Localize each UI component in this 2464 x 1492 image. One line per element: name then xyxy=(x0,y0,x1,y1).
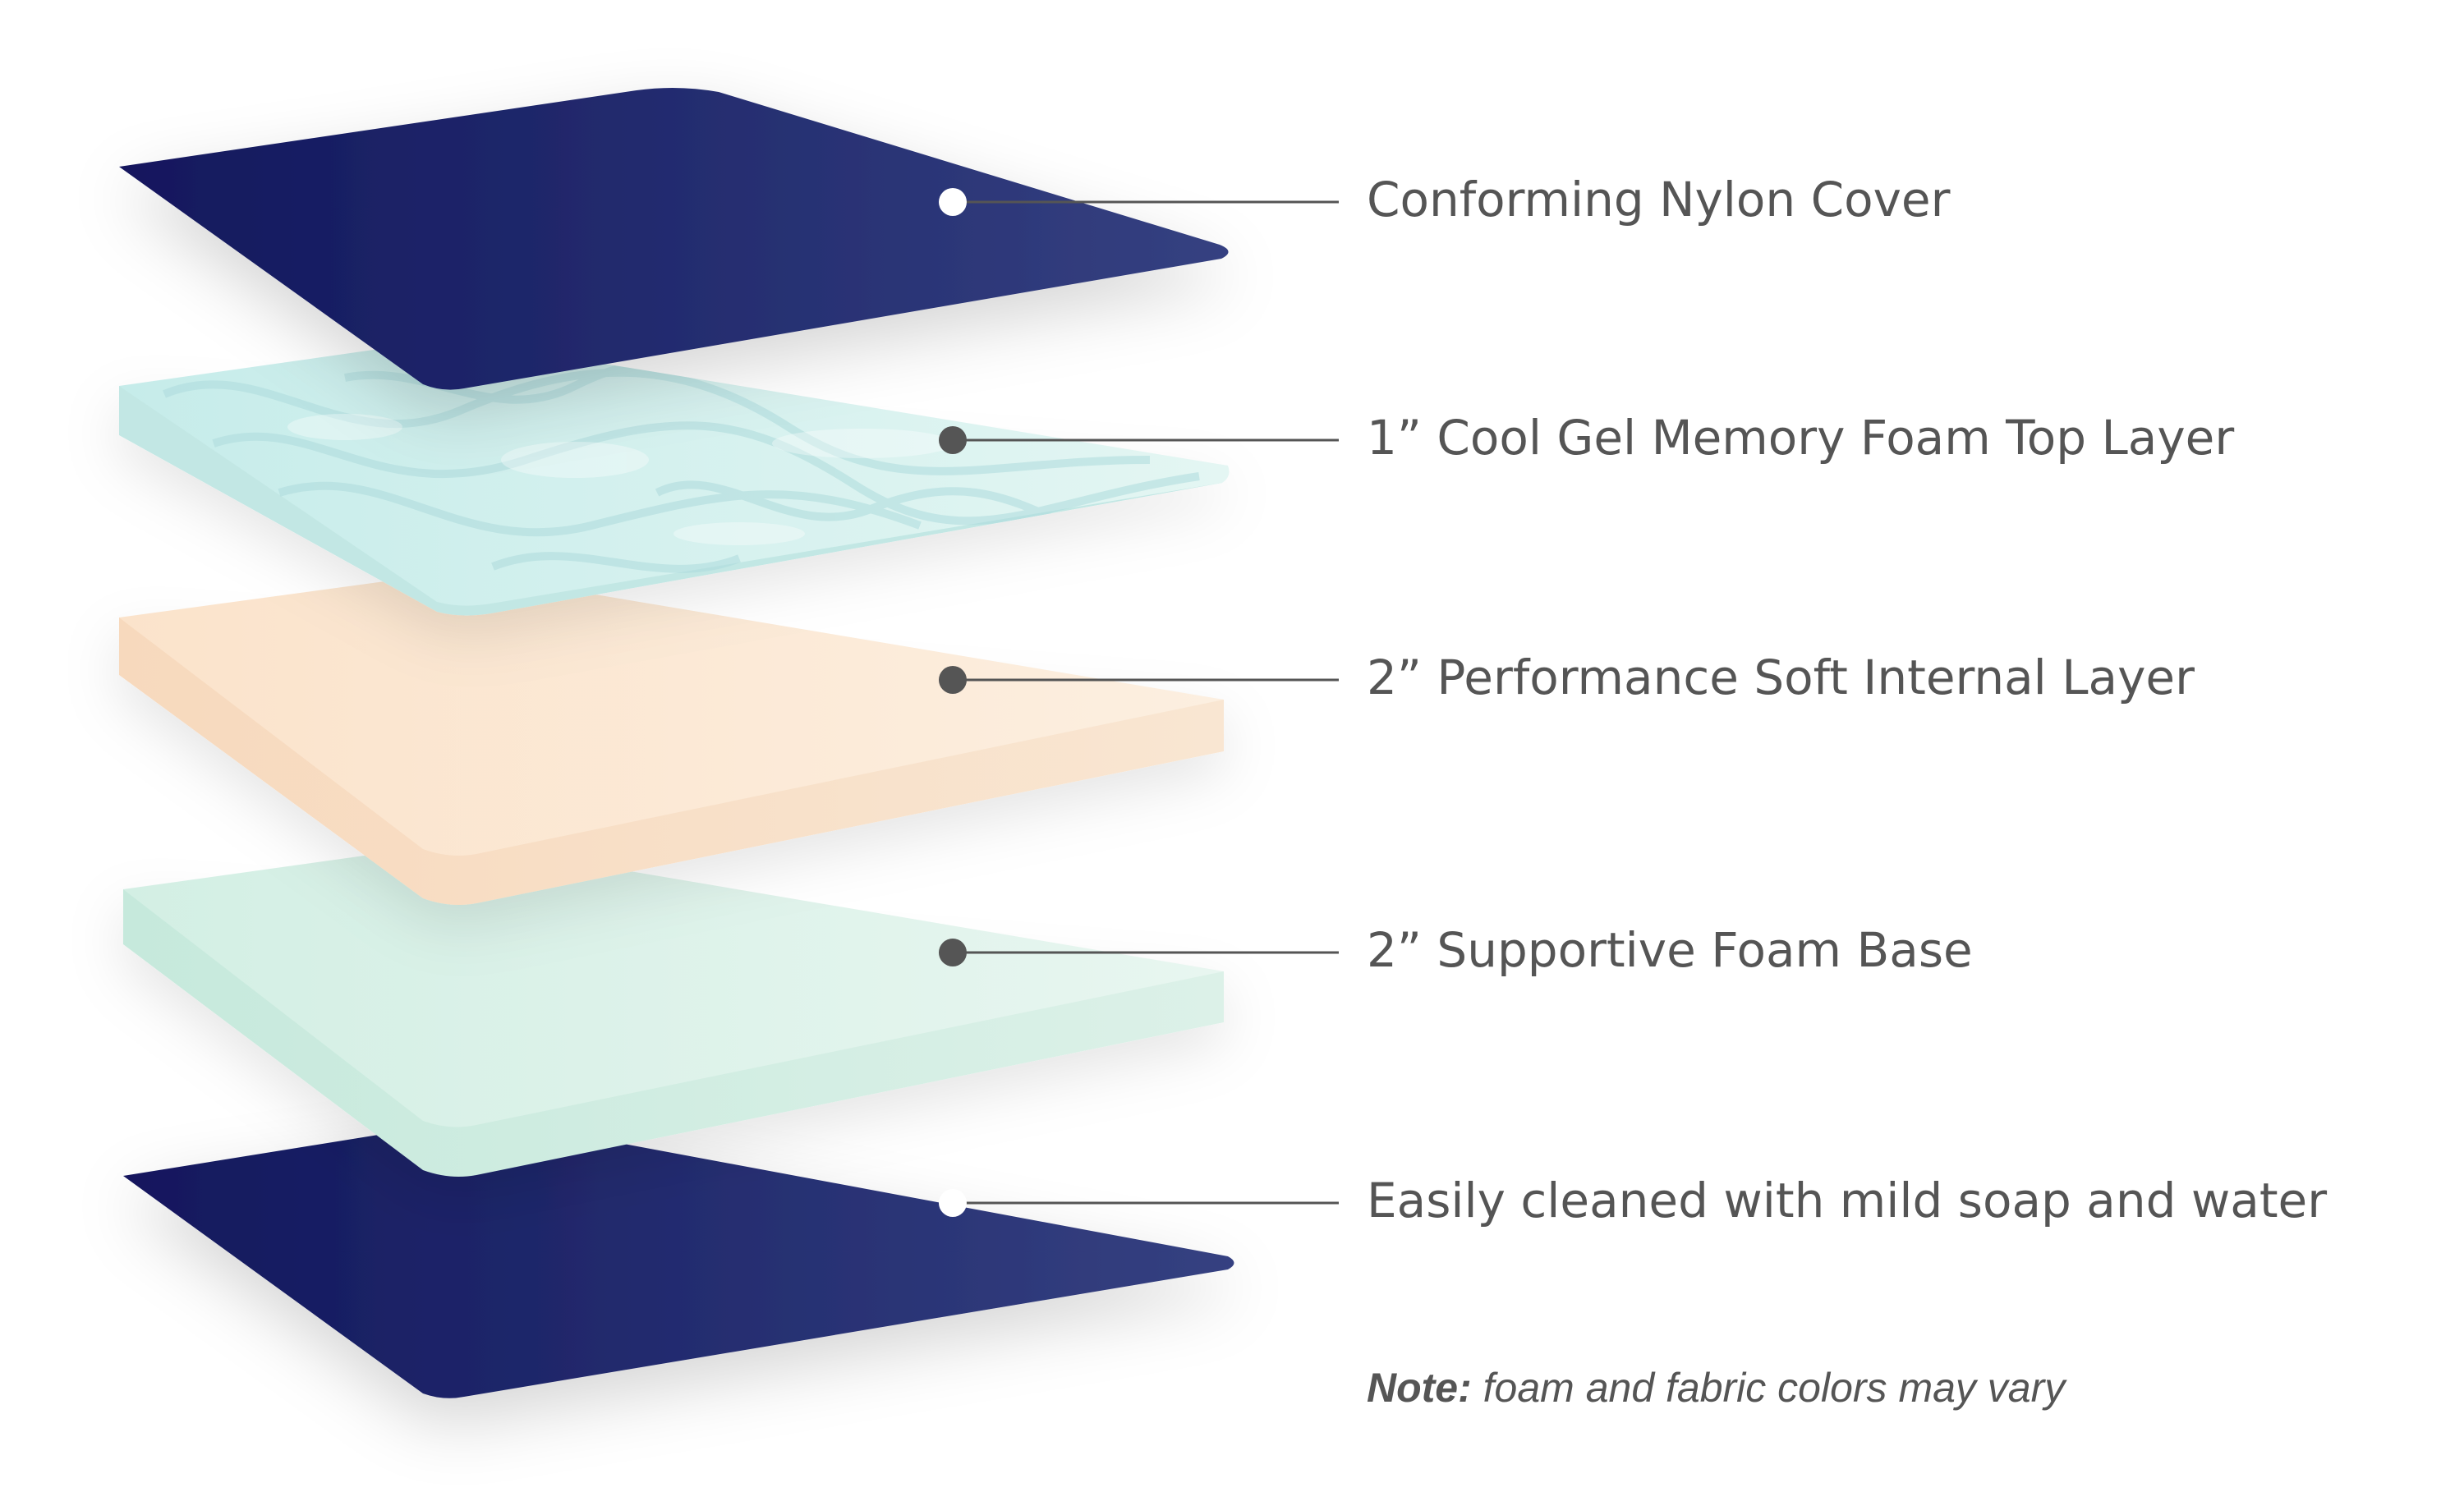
label-cover-bottom: Easily cleaned with mild soap and water xyxy=(1367,1173,2328,1228)
label-supportive-base: 2” Supportive Foam Base xyxy=(1367,922,1973,978)
layer-cover-bottom xyxy=(123,1119,1234,1398)
layer-gel-memory-foam xyxy=(119,340,1230,616)
label-cover-top: Conforming Nylon Cover xyxy=(1367,172,1951,227)
label-performance-soft: 2” Performance Soft Internal Layer xyxy=(1367,650,2195,705)
note: Note: foam and fabric colors may vary xyxy=(1367,1367,2065,1408)
layer-performance-soft xyxy=(119,572,1224,905)
dot-gel-memory-foam xyxy=(939,426,967,454)
dot-cover-top xyxy=(939,188,967,216)
dot-cover-bottom xyxy=(939,1189,967,1217)
label-gel-memory-foam: 1” Cool Gel Memory Foam Top Layer xyxy=(1367,410,2235,466)
layer-supportive-base xyxy=(123,843,1224,1177)
note-text: foam and fabric colors may vary xyxy=(1471,1365,2066,1411)
callout-lines xyxy=(939,188,1339,1217)
note-prefix: Note: xyxy=(1367,1365,1472,1411)
dot-supportive-base xyxy=(939,939,967,966)
layer-cover-top xyxy=(119,87,1229,390)
dot-performance-soft xyxy=(939,666,967,694)
